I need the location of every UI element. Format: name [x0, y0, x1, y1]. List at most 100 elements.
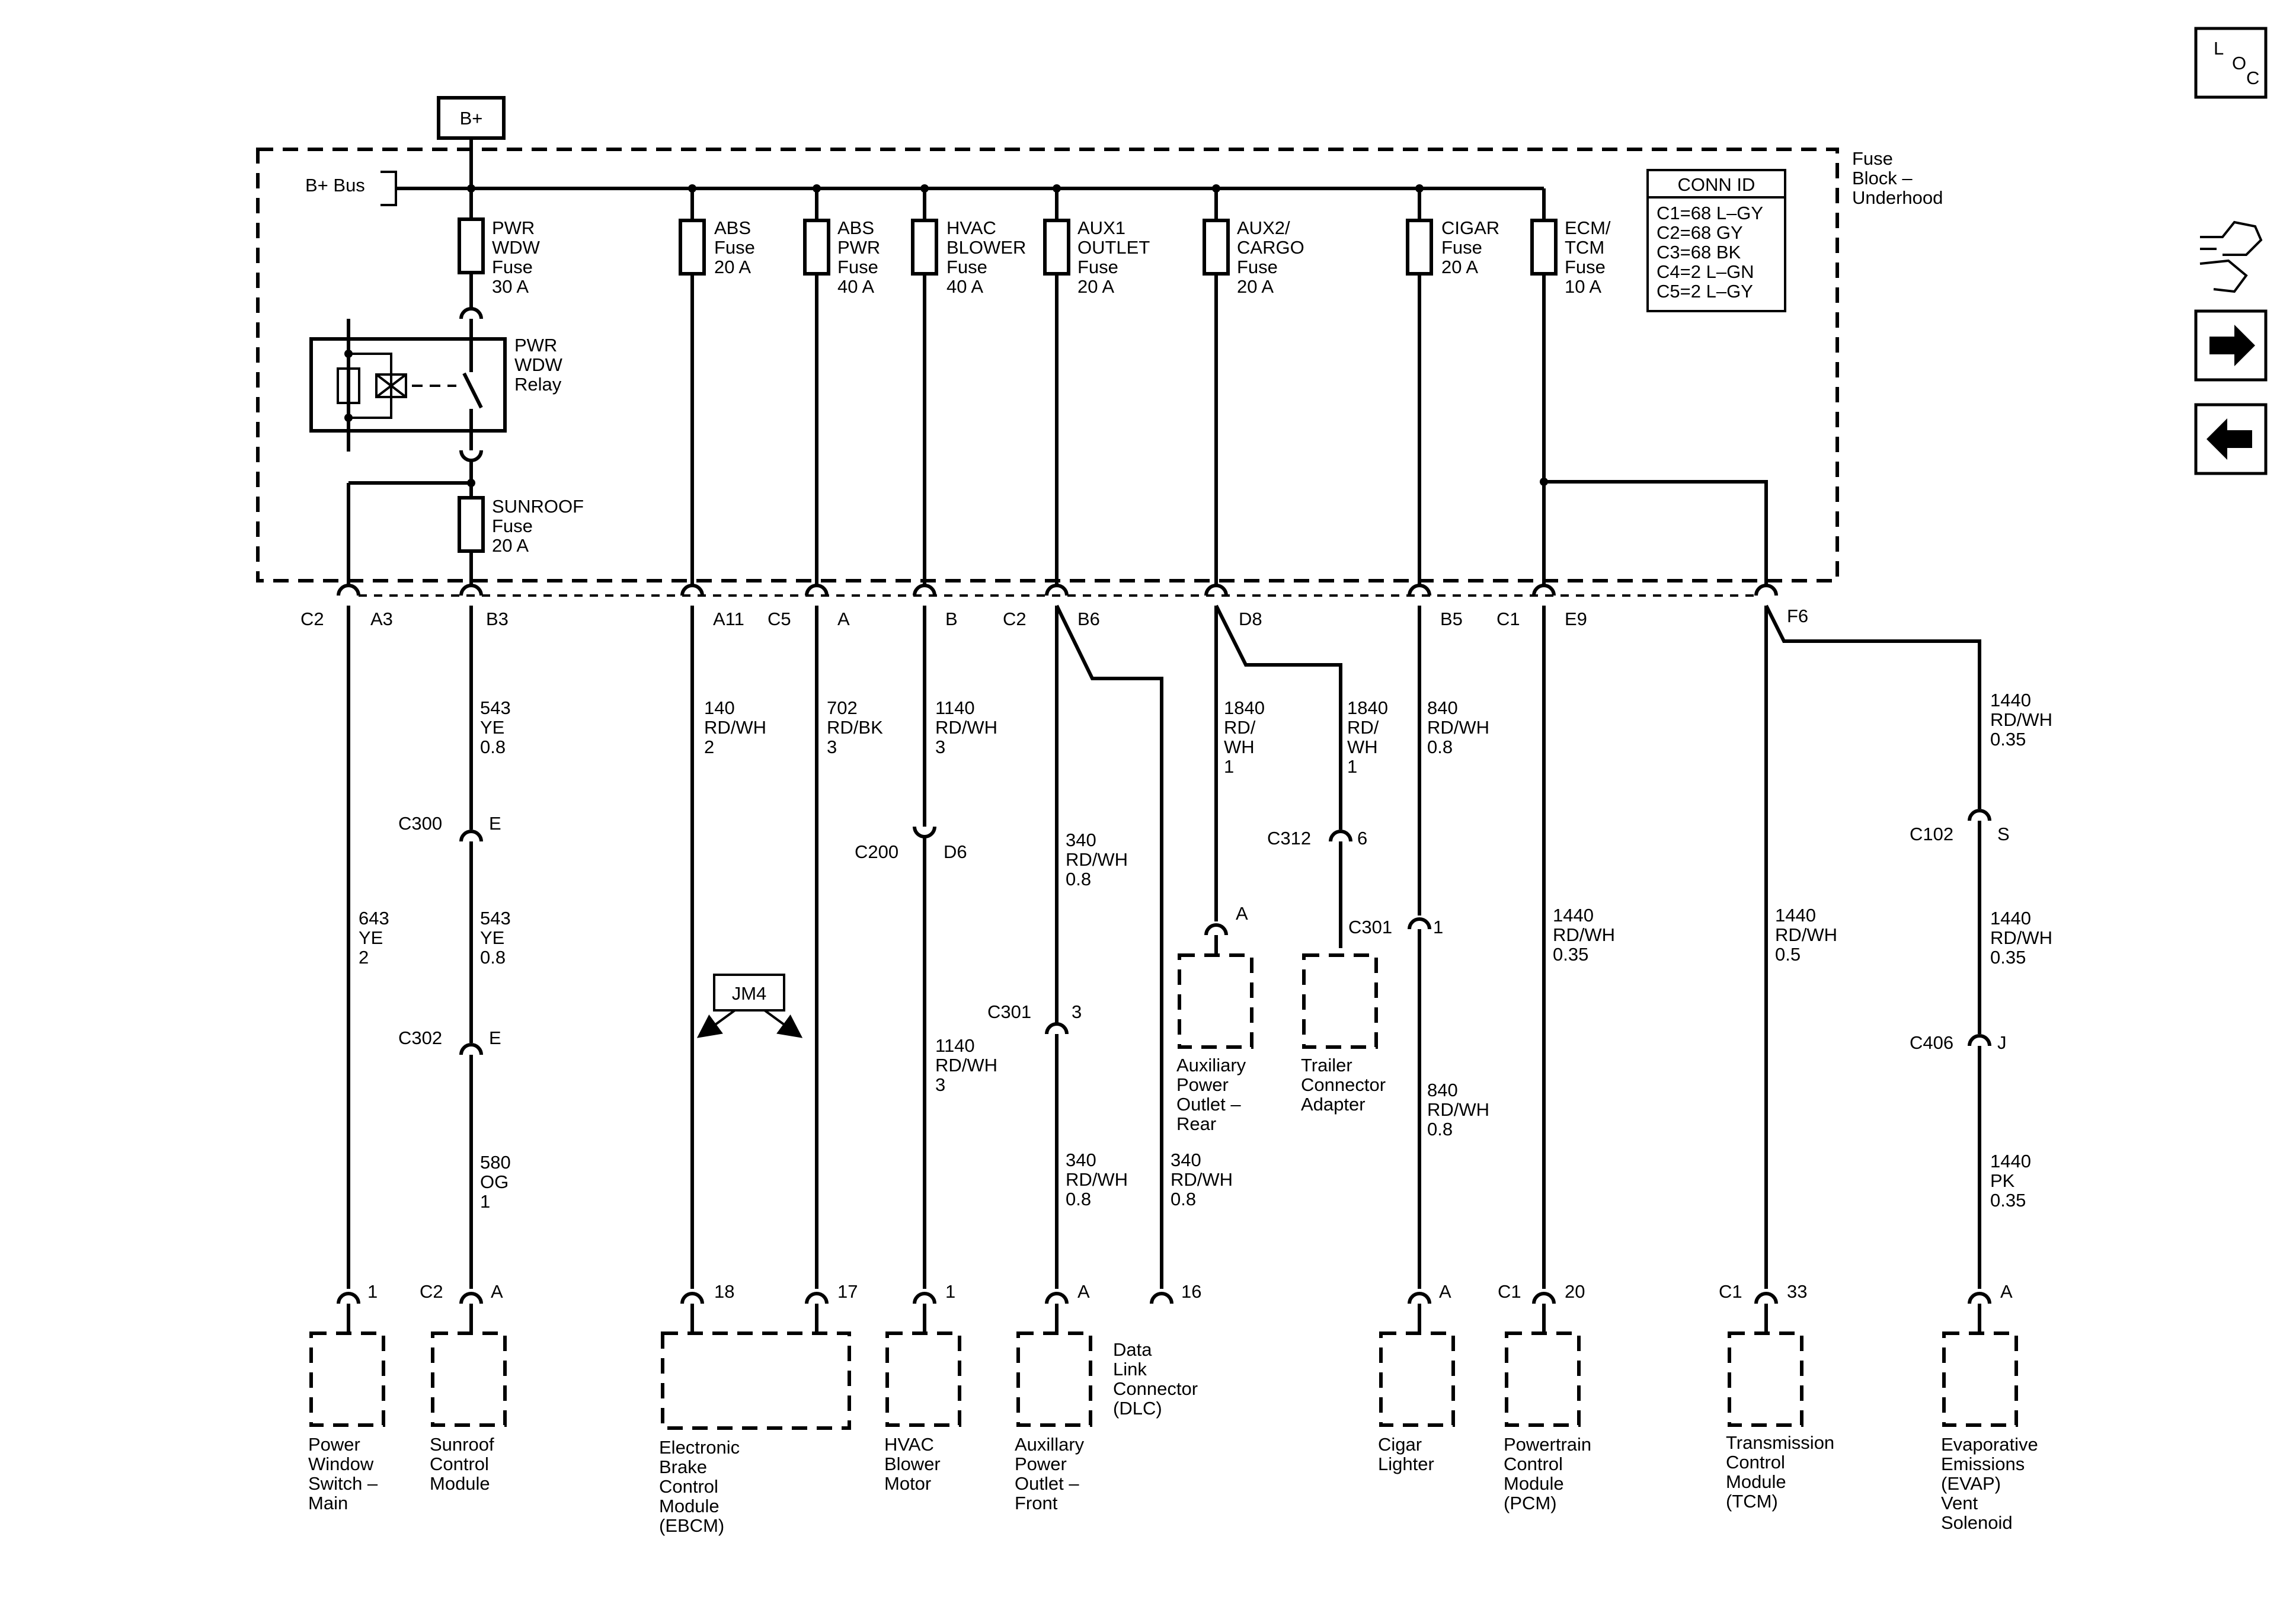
aux2-cargo-fuse: AUX2/ CARGO Fuse 20 A: [1203, 188, 1304, 585]
svg-text:C1: C1: [1496, 609, 1520, 629]
svg-text:A11: A11: [713, 609, 744, 629]
previous-page-button[interactable]: [2194, 403, 2268, 475]
scm-conn: C2: [420, 1281, 443, 1302]
svg-text:B6: B6: [1077, 609, 1100, 629]
svg-text:RD/WH: RD/WH: [935, 717, 997, 738]
svg-text:Module: Module: [1504, 1473, 1564, 1494]
svg-text:HVAC: HVAC: [884, 1434, 934, 1455]
svg-text:PWR: PWR: [492, 217, 535, 238]
wire-run-aux2: [1214, 604, 1352, 948]
svg-text:1440: 1440: [1775, 905, 1816, 926]
svg-text:Brake: Brake: [659, 1457, 707, 1477]
svg-text:S: S: [1997, 824, 2010, 844]
svg-text:40 A: 40 A: [837, 276, 874, 297]
tcm-pin: 33: [1787, 1281, 1807, 1302]
svg-text:20 A: 20 A: [1441, 257, 1478, 277]
svg-text:C4=2 L–GN: C4=2 L–GN: [1657, 261, 1754, 282]
dlc-pin: 16: [1181, 1281, 1201, 1302]
svg-text:RD/BK: RD/BK: [827, 717, 883, 738]
trailer-adapter-box: [1302, 953, 1378, 1049]
svg-text:Fuse: Fuse: [492, 257, 533, 277]
bus-label: B+ Bus: [305, 175, 365, 196]
svg-text:ABS: ABS: [837, 217, 874, 238]
svg-text:A3: A3: [370, 609, 393, 629]
ecm-tcm-fuse: ECM/ TCM Fuse 10 A: [1530, 188, 1768, 585]
next-page-button[interactable]: [2194, 309, 2268, 382]
svg-text:1440: 1440: [1990, 1151, 2031, 1172]
svg-text:1140: 1140: [935, 697, 975, 718]
ebcm-box: [661, 1331, 851, 1430]
pwr-wdw-fuse-label: PWR WDW Fuse 30 A: [492, 217, 541, 297]
svg-text:1440: 1440: [1990, 908, 2031, 929]
sunroof-fuse: [458, 496, 485, 553]
svg-text:CARGO: CARGO: [1237, 237, 1304, 258]
svg-text:Relay: Relay: [514, 374, 562, 395]
svg-text:10 A: 10 A: [1565, 276, 1601, 297]
location-view-button[interactable]: L O C: [2194, 27, 2268, 99]
svg-text:0.8: 0.8: [1427, 737, 1453, 757]
svg-text:YE: YE: [480, 927, 504, 948]
svg-text:C312: C312: [1267, 828, 1311, 849]
pws-pin: 1: [367, 1281, 378, 1302]
svg-text:HVAC: HVAC: [946, 217, 996, 238]
svg-text:0.8: 0.8: [1066, 869, 1091, 889]
svg-text:SUNROOF: SUNROOF: [492, 496, 584, 517]
svg-text:3: 3: [1072, 1001, 1082, 1022]
svg-text:C301: C301: [1348, 917, 1392, 937]
svg-text:RD/WH: RD/WH: [704, 717, 766, 738]
svg-text:RD/WH: RD/WH: [1066, 849, 1128, 870]
svg-text:YE: YE: [359, 927, 383, 948]
connector-end-view-icon[interactable]: [2199, 220, 2263, 293]
svg-text:RD/WH: RD/WH: [1171, 1169, 1233, 1190]
svg-text:Blower: Blower: [884, 1454, 941, 1474]
wire-run-ebcm: [690, 606, 818, 1289]
svg-text:6: 6: [1357, 828, 1367, 849]
svg-text:340: 340: [1171, 1150, 1201, 1170]
wire-run-cigar: [1408, 606, 1431, 1289]
svg-text:20 A: 20 A: [714, 257, 751, 277]
svg-text:Lighter: Lighter: [1378, 1454, 1434, 1474]
tcm-box: [1728, 1331, 1803, 1427]
svg-text:3: 3: [935, 737, 945, 757]
svg-text:Fuse: Fuse: [1237, 257, 1278, 277]
connector-c312: C312 6: [1267, 828, 1367, 849]
svg-text:Control: Control: [430, 1454, 489, 1474]
cig-pin: A: [1439, 1281, 1451, 1302]
svg-text:543: 543: [480, 697, 511, 718]
svg-text:B5: B5: [1440, 609, 1463, 629]
svg-text:140: 140: [704, 697, 735, 718]
svg-text:C2: C2: [300, 609, 324, 629]
svg-text:Outlet –: Outlet –: [1015, 1473, 1079, 1494]
svg-text:0.8: 0.8: [1427, 1119, 1453, 1140]
ebcm-pin-18: 18: [714, 1281, 734, 1302]
svg-text:OG: OG: [480, 1172, 509, 1192]
svg-text:O: O: [2232, 53, 2246, 73]
wire-run-sunroof: [459, 606, 483, 1289]
svg-text:YE: YE: [480, 717, 504, 738]
svg-text:Power: Power: [308, 1434, 360, 1455]
svg-text:C5: C5: [768, 609, 791, 629]
aux1-outlet-fuse: AUX1 OUTLET Fuse 20 A: [1043, 188, 1150, 585]
svg-text:RD/WH: RD/WH: [935, 1055, 997, 1076]
jm4-link[interactable]: JM4: [696, 974, 803, 1038]
svg-text:Auxillary: Auxillary: [1015, 1434, 1085, 1455]
svg-text:Outlet –: Outlet –: [1176, 1094, 1241, 1115]
svg-text:C1=68 L–GY: C1=68 L–GY: [1657, 203, 1763, 223]
svg-text:Transmission: Transmission: [1726, 1432, 1834, 1453]
